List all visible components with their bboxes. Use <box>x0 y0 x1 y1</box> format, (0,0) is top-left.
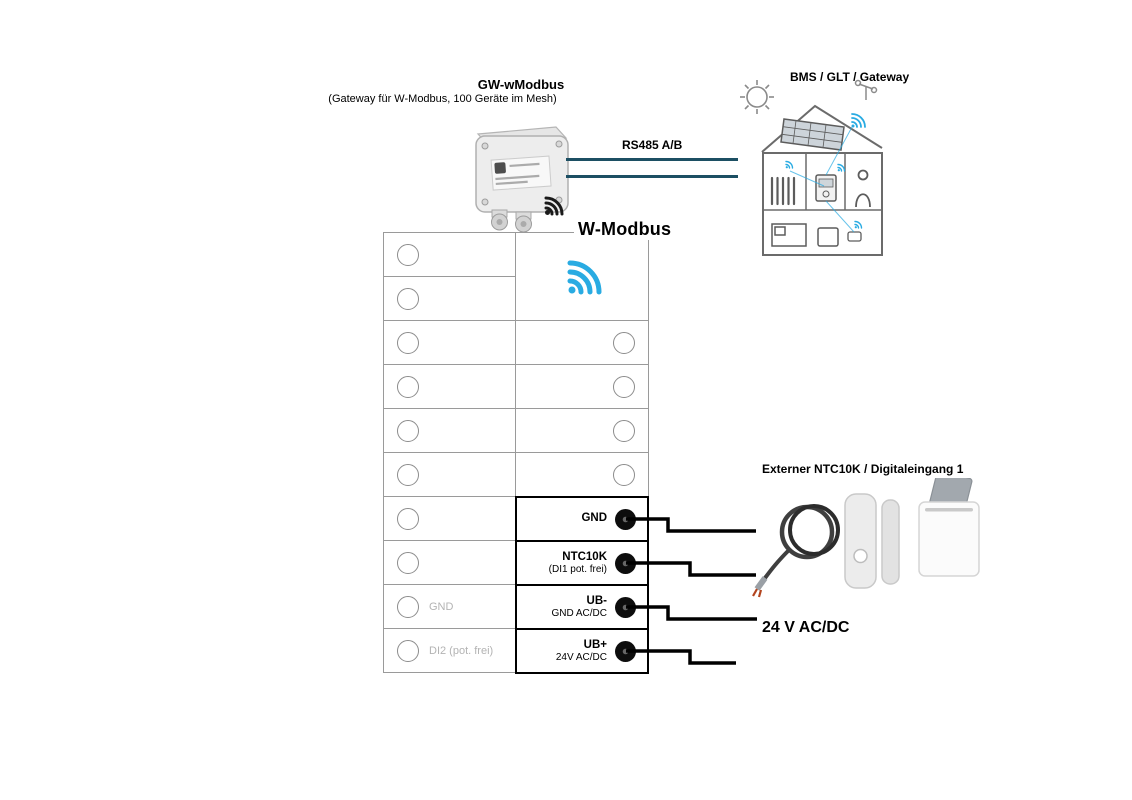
thermostat-icon <box>815 174 837 202</box>
device-label-plate <box>490 155 552 191</box>
external-sensor-products <box>752 478 980 598</box>
terminal-left-cell <box>384 409 515 453</box>
rs485-line-a <box>566 158 738 161</box>
terminal-dot-ntc10k <box>615 552 636 574</box>
terminal-cell-ub-plus: UB+ 24V AC/DC <box>517 630 647 672</box>
terminal-left-cell <box>384 541 515 585</box>
terminal-right-cell <box>516 365 648 409</box>
house-body <box>762 152 883 256</box>
wmodbus-wifi-icon <box>567 260 602 295</box>
network-link-lines <box>789 126 855 233</box>
terminal-circle <box>397 640 419 662</box>
left-di2-label: DI2 (pot. frei) <box>429 645 494 657</box>
gateway-subtitle: (Gateway für W-Modbus, 100 Geräte im Mes… <box>328 93 557 105</box>
person-icon <box>855 169 871 208</box>
rs485-line-b <box>566 175 738 178</box>
terminal-circle <box>613 331 635 354</box>
terminal-left-cell <box>384 453 515 497</box>
terminal-circle <box>397 463 419 486</box>
screw-icon <box>555 140 563 148</box>
terminal-circle <box>397 507 419 530</box>
terminal-left-cell <box>384 233 515 277</box>
terminal-dot-gnd <box>615 508 636 530</box>
gateway-title: GW-wModbus <box>477 77 565 92</box>
wired-terminal-block: GND NTC10K (DI1 pot. frei) UB- GND AC/DC… <box>515 496 649 674</box>
terminal-left-cell <box>384 365 515 409</box>
terminal-right-cell <box>516 321 648 365</box>
power-label: 24 V AC/DC <box>762 619 850 636</box>
brand-logo-icon <box>494 162 506 174</box>
terminal-circle <box>397 595 419 618</box>
device-wifi-icon <box>544 196 564 216</box>
screw-icon <box>481 198 489 206</box>
building-bms-illustration <box>740 79 883 256</box>
terminal-sublabel: 24V AC/DC <box>555 651 607 663</box>
roof-outline <box>761 104 883 153</box>
thermostat-wifi-icon <box>837 163 846 172</box>
terminal-label: NTC10K <box>562 550 607 563</box>
terminal-dot-ub-minus <box>615 596 636 618</box>
radiator-wifi-icon <box>785 160 794 169</box>
terminal-left-cell <box>384 277 515 321</box>
terminal-circle <box>397 419 419 442</box>
solar-panel-icon <box>780 118 845 151</box>
terminal-right-wifi-cell <box>516 233 648 321</box>
terminal-circle <box>613 464 635 486</box>
furniture-icon <box>771 223 839 247</box>
terminal-sublabel: (DI1 pot. frei) <box>548 563 607 575</box>
room-sensor-icon <box>847 220 863 242</box>
external-input-label: Externer NTC10K / Digitaleingang 1 <box>762 462 964 476</box>
terminal-left-cell-di2: DI2 (pot. frei) <box>384 629 515 673</box>
terminal-left-cell <box>384 497 515 541</box>
terminal-cell-ub-minus: UB- GND AC/DC <box>517 586 647 630</box>
terminal-dot-ub-plus <box>615 640 636 662</box>
sun-icon <box>740 80 774 114</box>
gateway-device-illustration <box>475 126 569 233</box>
ntc-cable-sensor-image <box>752 504 840 598</box>
terminal-cell-ntc10k: NTC10K (DI1 pot. frei) <box>517 542 647 586</box>
terminal-label: UB- <box>586 594 607 607</box>
terminal-circle <box>397 243 419 266</box>
terminal-column-left: GND DI2 (pot. frei) <box>383 232 516 673</box>
left-gnd-label: GND <box>429 600 454 613</box>
terminal-circle <box>397 375 419 398</box>
terminal-cell-gnd: GND <box>517 498 647 542</box>
terminal-sublabel: GND AC/DC <box>551 607 607 619</box>
radiator-icon <box>770 176 796 206</box>
terminal-circle <box>397 287 419 310</box>
terminal-circle <box>397 551 419 574</box>
terminal-left-cell <box>384 321 515 365</box>
gland-hole <box>520 221 527 227</box>
terminal-right-cell <box>516 453 648 497</box>
anemometer-icon <box>854 79 878 100</box>
screw-icon <box>481 142 489 150</box>
wmodbus-label: W-Modbus <box>574 219 676 240</box>
gland-hole <box>496 219 503 225</box>
terminal-circle <box>613 375 635 398</box>
terminal-left-cell-gnd: GND <box>384 585 515 629</box>
terminal-label: UB+ <box>583 638 607 651</box>
roof-wifi-icon <box>851 113 866 128</box>
keycard-switch-image <box>918 478 980 577</box>
door-contact-sensor-image <box>844 493 900 589</box>
terminal-circle <box>613 419 635 442</box>
terminal-label: GND <box>581 512 607 525</box>
bms-label: BMS / GLT / Gateway <box>790 70 910 84</box>
terminal-circle <box>397 331 419 354</box>
rs485-label: RS485 A/B <box>622 138 683 152</box>
terminal-right-cell <box>516 409 648 453</box>
